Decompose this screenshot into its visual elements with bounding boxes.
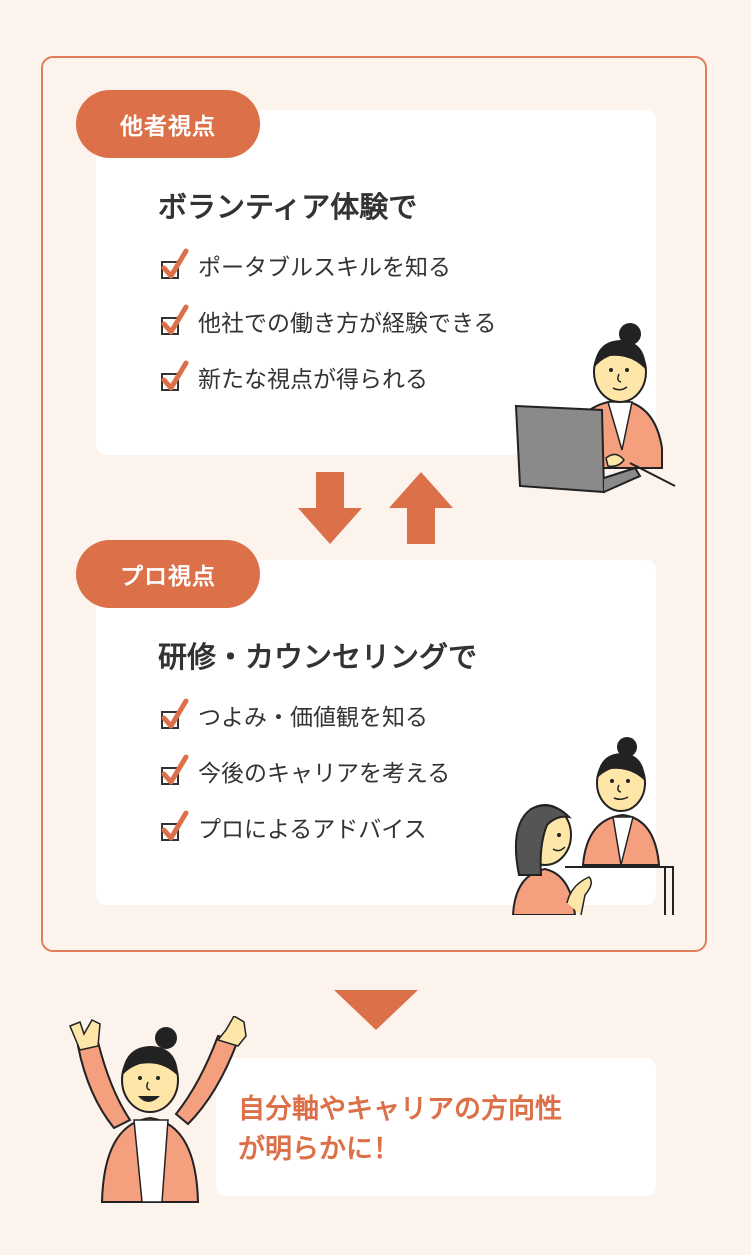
outer-frame xyxy=(41,56,707,952)
checkbox-check-icon xyxy=(161,754,189,785)
result-line-1: 自分軸やキャリアの方向性 xyxy=(238,1094,562,1125)
list-item-label: 他社での働き方が経験できる xyxy=(198,311,497,337)
counseling-illustration xyxy=(511,737,674,915)
checkbox-check-icon xyxy=(161,698,189,729)
checkbox-check-icon xyxy=(161,304,189,335)
heading-volunteer: ボランティア体験で xyxy=(158,190,418,224)
result-text: 自分軸やキャリアの方向性 が明らかに！ xyxy=(238,1090,648,1170)
checkbox-check-icon xyxy=(161,810,189,841)
list-item-label: 今後のキャリアを考える xyxy=(198,761,451,787)
card-other-perspective xyxy=(96,110,656,455)
list-item: つよみ・価値観を知る xyxy=(160,698,428,732)
checkbox-check-icon xyxy=(161,248,189,279)
list-item-label: プロによるアドバイス xyxy=(198,817,427,843)
list-item-label: 新たな視点が得られる xyxy=(198,367,428,393)
result-card xyxy=(216,1058,656,1196)
list-item: プロによるアドバイス xyxy=(160,810,427,844)
list-item: 他社での働き方が経験できる xyxy=(160,304,497,338)
tag-pro-perspective: プロ視点 xyxy=(76,540,260,608)
cheering-person-illustration xyxy=(69,1016,247,1203)
down-arrow-icon xyxy=(334,990,418,1030)
tag-other-perspective: 他者視点 xyxy=(76,90,260,158)
list-item-label: つよみ・価値観を知る xyxy=(198,705,428,731)
laptop-person-illustration xyxy=(514,323,676,494)
result-line-2: が明らかに！ xyxy=(238,1134,400,1165)
list-item: ポータブルスキルを知る xyxy=(160,248,451,282)
checkbox-check-icon xyxy=(161,360,189,391)
up-arrow-icon xyxy=(389,472,453,544)
list-item-label: ポータブルスキルを知る xyxy=(198,255,451,281)
list-item: 今後のキャリアを考える xyxy=(160,754,450,788)
list-item: 新たな視点が得られる xyxy=(160,360,428,394)
down-arrow-icon xyxy=(298,472,362,544)
heading-training-counseling: 研修・カウンセリングで xyxy=(158,640,478,674)
